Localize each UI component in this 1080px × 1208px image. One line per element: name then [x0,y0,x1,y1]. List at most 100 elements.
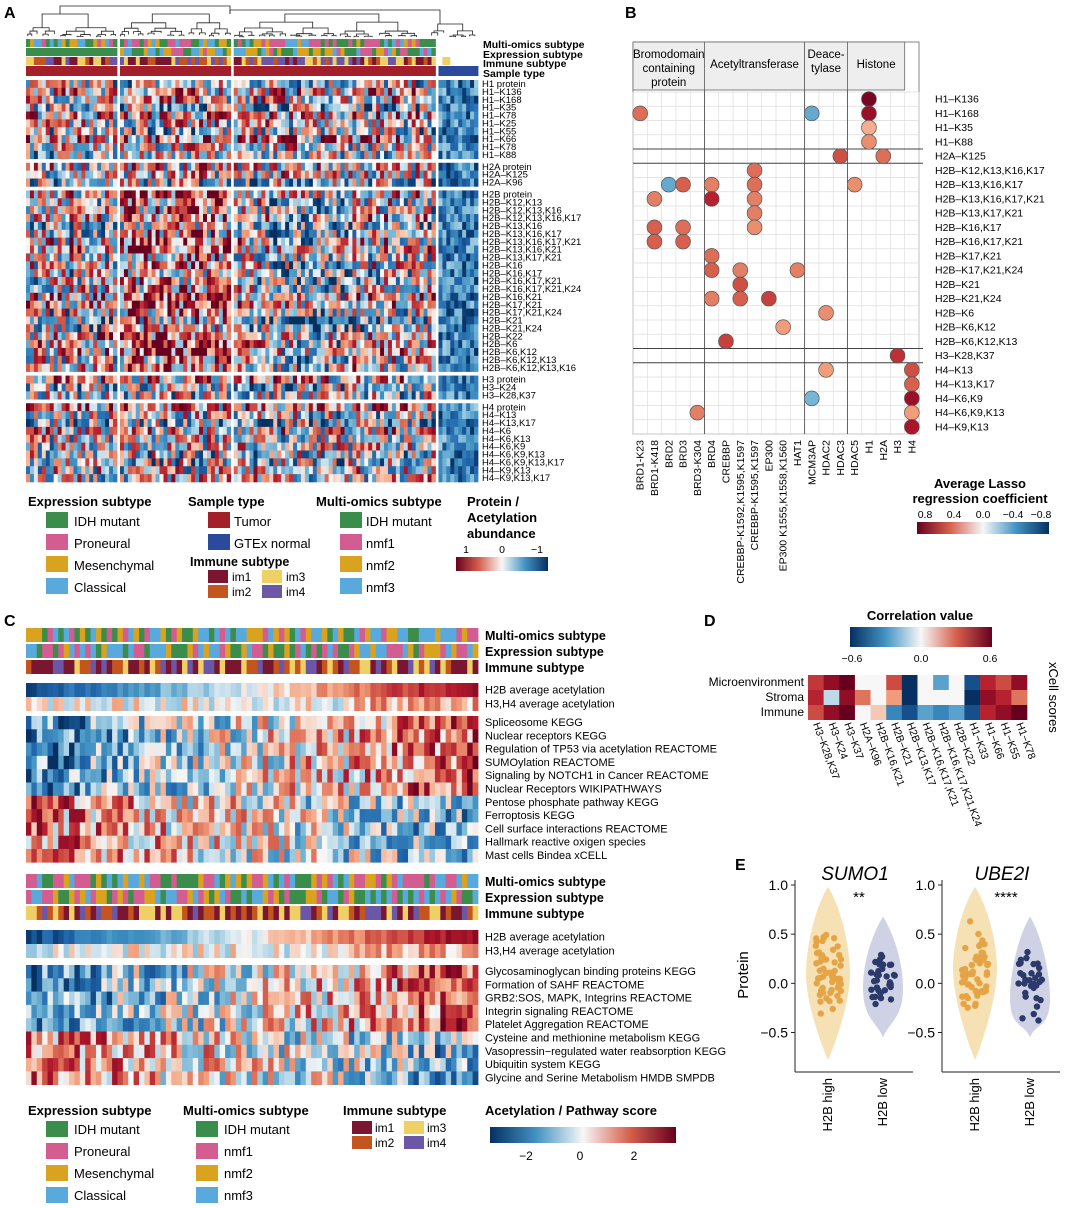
heatmap-cell [242,171,246,179]
annotation-cell [261,66,265,76]
annotation-cell [333,39,337,47]
heatmap-cell [372,293,376,301]
heatmap-cell [34,198,38,206]
heatmap-cell [73,383,77,391]
annotation-cell [191,57,195,65]
heatmap-cell [364,171,368,179]
heatmap-cell [136,261,140,269]
annotation-cell [136,39,140,47]
heatmap-cell [333,364,337,372]
heatmap-cell [152,261,156,269]
heatmap-cell [144,253,148,261]
heatmap-cell [152,253,156,261]
heatmap-cell [273,277,277,285]
heatmap-cell [46,269,50,277]
heatmap-cell [462,230,466,238]
heatmap-cell [238,238,242,246]
annotation-cell [325,66,329,76]
heatmap-cell [219,277,223,285]
heatmap-cell [199,348,203,356]
annotation-cell [341,66,345,76]
heatmap-cell [242,391,246,399]
heatmap-cell [337,88,341,96]
heatmap-cell [183,179,187,187]
heatmap-cell [313,356,317,364]
heatmap-cell [50,340,54,348]
annotation-cell [412,66,416,76]
heatmap-cell [404,293,408,301]
heatmap-cell [446,163,450,171]
annotation-cell [113,39,117,47]
heatmap-cell [462,179,466,187]
heatmap-cell [470,301,474,309]
heatmap-cell [269,269,273,277]
heatmap-cell [140,277,144,285]
heatmap-cell [238,119,242,127]
heatmap-cell [372,285,376,293]
heatmap-cell [254,301,258,309]
heatmap-cell [93,135,97,143]
heatmap-cell [408,135,412,143]
heatmap-cell [175,96,179,104]
heatmap-cell [171,356,175,364]
annotation-cell [462,57,466,65]
annotation-cell [293,57,297,65]
heatmap-cell [30,238,34,246]
heatmap-cell [285,246,289,254]
heatmap-cell [219,171,223,179]
heatmap-cell [242,119,246,127]
annotation-cell [466,48,470,56]
heatmap-cell [124,104,128,112]
heatmap-cell [62,230,66,238]
dendro-branch [197,23,220,29]
heatmap-cell [261,112,265,120]
heatmap-cell [124,222,128,230]
heatmap-cell [442,332,446,340]
heatmap-cell [446,88,450,96]
annotation-cell [384,48,388,56]
heatmap-cell [160,324,164,332]
heatmap-cell [392,340,396,348]
heatmap-cell [97,277,101,285]
heatmap-cell [281,135,285,143]
heatmap-cell [171,332,175,340]
annotation-cell [58,66,62,76]
heatmap-cell [376,80,380,88]
heatmap-cell [70,143,74,151]
heatmap-cell [199,135,203,143]
heatmap-cell [400,171,404,179]
heatmap-cell [148,356,152,364]
heatmap-cell [470,179,474,187]
heatmap-cell [325,316,329,324]
heatmap-cell [400,364,404,372]
heatmap-cell [50,324,54,332]
heatmap-cell [404,163,408,171]
heatmap-cell [329,364,333,372]
heatmap-cell [380,383,384,391]
heatmap-cell [333,143,337,151]
heatmap-cell [273,301,277,309]
heatmap-cell [187,230,191,238]
heatmap-cell [424,261,428,269]
heatmap-cell [144,309,148,317]
heatmap-cell [246,222,250,230]
heatmap-cell [167,356,171,364]
heatmap-cell [474,143,478,151]
heatmap-cell [81,261,85,269]
heatmap-cell [203,285,207,293]
heatmap-cell [364,364,368,372]
heatmap-cell [309,301,313,309]
heatmap-cell [191,364,195,372]
heatmap-cell [66,348,70,356]
heatmap-cell [305,198,309,206]
heatmap-cell [431,348,435,356]
heatmap-cell [167,364,171,372]
heatmap-cell [207,293,211,301]
heatmap-cell [364,340,368,348]
annotation-cell [227,39,231,47]
annotation-cell [313,66,317,76]
heatmap-cell [136,238,140,246]
dendro-branch [122,32,128,35]
annotation-cell [273,48,277,56]
heatmap-cell [454,324,458,332]
